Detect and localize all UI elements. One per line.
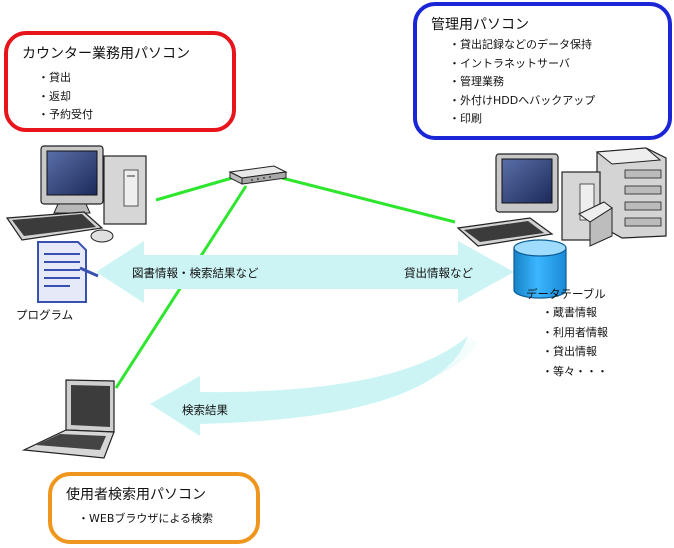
list-item: WEBブラウザによる検索 (78, 510, 213, 529)
flow-label-to-counter: 図書情報・検索結果など (132, 266, 259, 280)
list-item: 貸出記録などのデータ保持 (449, 36, 595, 55)
database-icon (513, 239, 567, 299)
list-item: 等々・・・ (542, 362, 608, 382)
list-item: 蔵書情報 (542, 303, 608, 323)
list-item: 外付けHDDへバックアップ (449, 92, 595, 111)
list-item: 印刷 (449, 110, 595, 129)
data-table-title: データテーブル (526, 287, 606, 301)
list-item: 管理業務 (449, 73, 595, 92)
list-item: 貸出 (38, 69, 93, 88)
user-function-list: WEBブラウザによる検索 (78, 510, 213, 529)
counter-box-title: カウンター業務用パソコン (22, 46, 190, 62)
user-pc-box: 使用者検索用パソコン WEBブラウザによる検索 (48, 472, 260, 544)
admin-function-list: 貸出記録などのデータ保持 イントラネットサーバ 管理業務 外付けHDDへバックア… (449, 36, 595, 129)
list-item: イントラネットサーバ (449, 55, 595, 74)
flow-arrow-counter-admin (96, 241, 514, 303)
list-item: 返却 (38, 88, 93, 107)
counter-pc-box: カウンター業務用パソコン 貸出 返却 予約受付 (4, 31, 236, 132)
list-item: 利用者情報 (542, 323, 608, 343)
admin-box-title: 管理用パソコン (431, 17, 529, 33)
list-item: 予約受付 (38, 106, 93, 125)
link-hub-admin (281, 176, 456, 224)
user-box-title: 使用者検索用パソコン (66, 487, 206, 503)
counter-pc (5, 145, 147, 243)
counter-function-list: 貸出 返却 予約受付 (38, 69, 93, 125)
flow-label-to-admin: 貸出情報など (404, 266, 473, 280)
admin-pc-box: 管理用パソコン 貸出記録などのデータ保持 イントラネットサーバ 管理業務 外付け… (413, 2, 672, 140)
list-item: 貸出情報 (542, 342, 608, 362)
admin-pc (456, 147, 667, 247)
network-hub-icon (228, 165, 288, 185)
program-label: プログラム (16, 308, 74, 322)
data-table-list: 蔵書情報 利用者情報 貸出情報 等々・・・ (542, 303, 608, 381)
document-icon (37, 241, 99, 303)
flow-label-to-user: 検索結果 (182, 403, 228, 417)
link-counter-hub (155, 176, 233, 202)
flow-arrow-admin-user (150, 336, 480, 436)
laptop-icon (21, 379, 115, 459)
